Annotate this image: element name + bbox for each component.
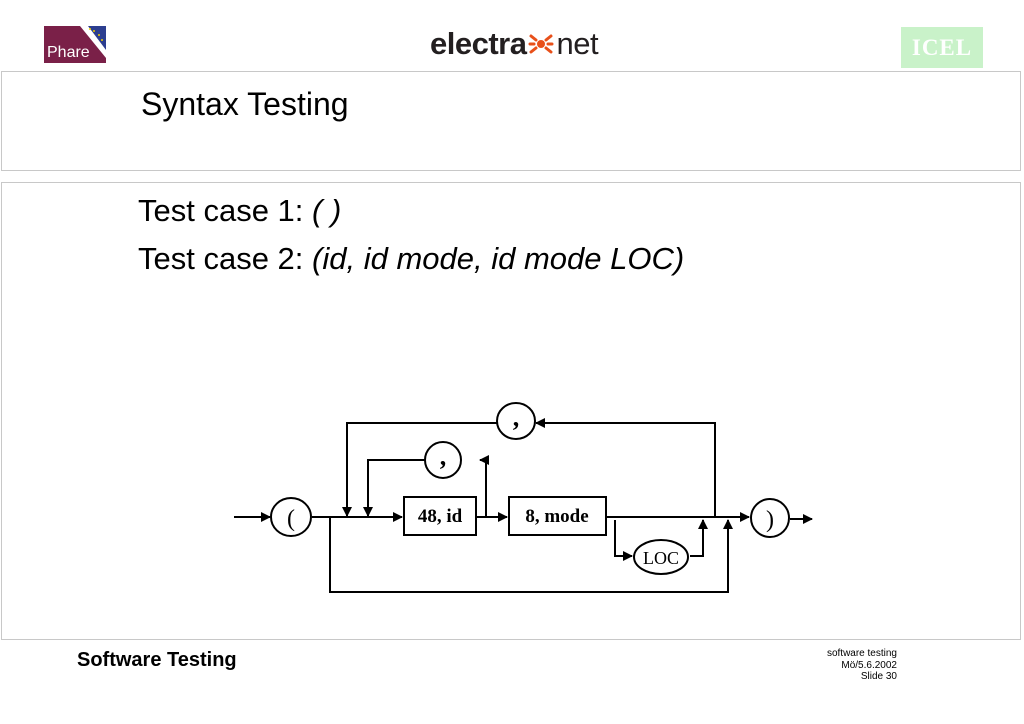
footer-info-topic: software testing: [826, 648, 897, 659]
phare-logo-text: Phare: [47, 44, 90, 61]
outer-comma-node: [496, 402, 536, 440]
test-case-1: Test case 1: ( ): [138, 193, 341, 229]
test-case-1-value: ( ): [312, 193, 342, 228]
icel-logo: ICEL: [901, 27, 983, 68]
open-paren-node: [270, 497, 312, 537]
electra-logo-mark-icon: [528, 34, 554, 54]
phare-logo: Phare: [44, 26, 106, 63]
electra-logo-part2: net: [556, 26, 599, 61]
footer-info: software testing Mö/5.6.2002 Slide 30: [780, 648, 897, 683]
inner-comma-label: ,: [440, 442, 447, 471]
outer-loop-back-line: [342, 422, 498, 517]
inner-loop-back-line: [363, 459, 426, 517]
electra-logo-part1: electra: [430, 26, 527, 61]
test-case-1-label: Test case 1:: [138, 193, 313, 228]
mode-box: [508, 496, 607, 536]
loc-node: [633, 539, 689, 575]
footer-title: Software Testing: [77, 649, 237, 671]
footer-info-date: Mö/5.6.2002: [841, 659, 897, 671]
inner-comma-node: [424, 441, 462, 479]
loc-branch-in-line: [614, 520, 633, 561]
inner-loop-return-line: [479, 455, 489, 517]
content-frame: [1, 182, 1021, 640]
electra-net-logo: electra net: [430, 24, 630, 64]
loc-label: LOC: [643, 548, 679, 568]
test-case-2-label: Test case 2:: [138, 241, 313, 276]
id-box-label: 48, id: [418, 506, 463, 527]
syntax-diagram: ( ) , , 48, id 8, mode LOC: [234, 402, 813, 593]
outer-comma-label: ,: [513, 403, 520, 432]
test-case-2: Test case 2: (id, id mode, id mode LOC): [138, 241, 684, 277]
title-frame: [1, 71, 1021, 171]
id-box: [403, 496, 477, 536]
slide-title: Syntax Testing: [141, 86, 349, 122]
mode-box-label: 8, mode: [525, 506, 588, 527]
loc-branch-out-line: [690, 519, 708, 557]
footer-info-slide-number: Slide 30: [860, 671, 897, 682]
outer-loop-return-line: [535, 418, 716, 517]
close-paren-node: [750, 498, 790, 538]
test-case-2-value: (id, id mode, id mode LOC): [312, 241, 685, 276]
open-paren-label: (: [287, 506, 295, 532]
close-paren-label: ): [766, 507, 774, 533]
bypass-line: [329, 517, 733, 593]
